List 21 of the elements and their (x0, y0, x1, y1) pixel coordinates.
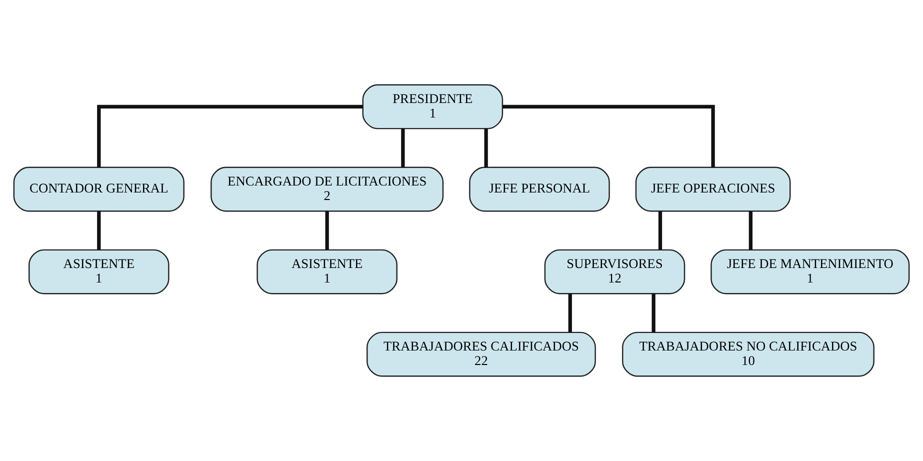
connector (652, 294, 656, 332)
connector (568, 294, 572, 332)
connector (401, 128, 405, 168)
node-box: TRABAJADORES CALIFICADOS 22 (366, 332, 596, 377)
node-box: JEFE PERSONAL (469, 166, 610, 212)
connector (484, 128, 488, 168)
connector (502, 104, 715, 168)
node-box: TRABAJADORES NO CALIFICADOS 10 (622, 332, 874, 377)
connector (97, 211, 101, 250)
node-box: ENCARGADO DE LICITACIONES 2 (210, 166, 444, 212)
node-box: JEFE DE MANTENIMIENTO 1 (710, 249, 910, 294)
connector (97, 104, 363, 168)
node-box: ASISTENTE 1 (28, 249, 170, 294)
node-box: ASISTENTE 1 (256, 249, 398, 294)
node-box: PRESIDENTE 1 (362, 84, 504, 130)
node-box: CONTADOR GENERAL (13, 166, 184, 212)
node-box: JEFE OPERACIONES (635, 166, 791, 212)
connector (325, 211, 329, 250)
connector (748, 211, 752, 250)
node-box: SUPERVISORES 12 (544, 249, 686, 294)
connector (658, 211, 662, 250)
